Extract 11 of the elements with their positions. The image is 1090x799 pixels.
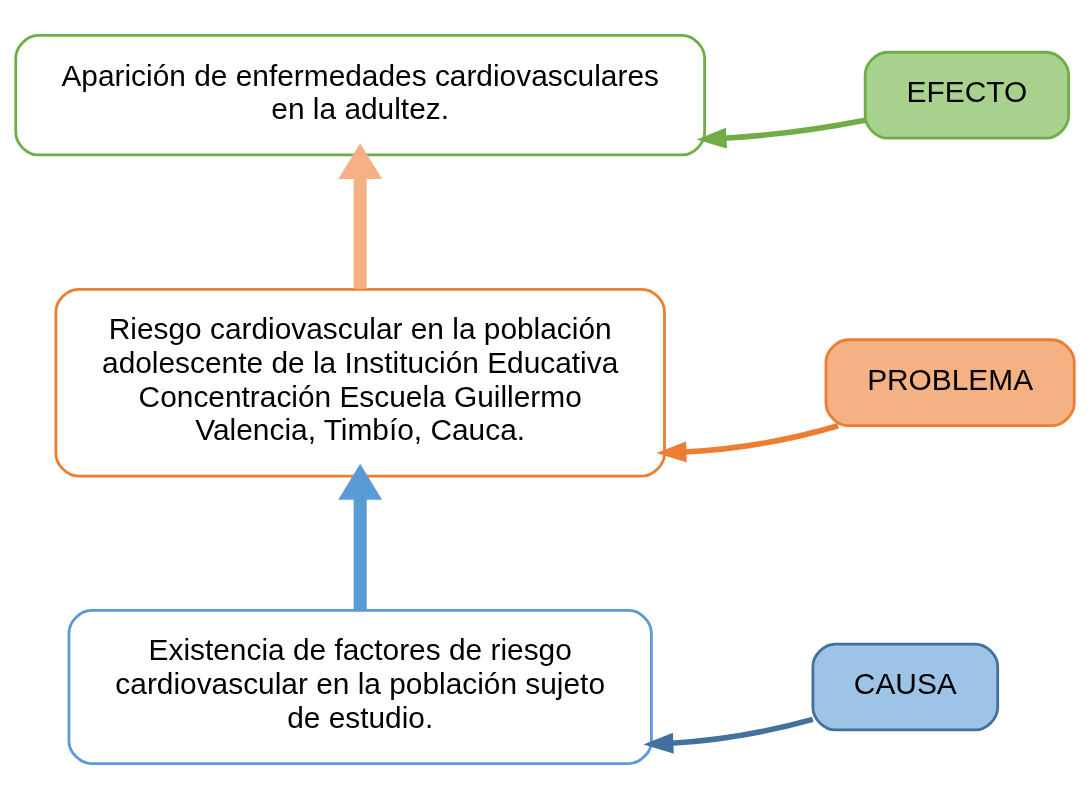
node-box: Riesgo cardiovascular en la población adolescente de la Institución Educativa Concentración Escuela Guillermo Valencia, Timbío, Cauca. [54, 287, 666, 478]
arrow [656, 423, 839, 463]
arrow [338, 463, 383, 611]
node-box: EFECTO [863, 50, 1071, 140]
arrow [643, 716, 814, 754]
node-box: Existencia de factores de riesgo cardiovascular en la población sujeto de estudio. [67, 609, 653, 765]
arrow [696, 117, 866, 149]
node-box: CAUSA [811, 642, 1000, 732]
node-box: PROBLEMA [824, 338, 1076, 428]
node-box: Aparición de enfermedades cardiovasculares en la adultez. [14, 34, 706, 157]
arrow [338, 143, 383, 289]
